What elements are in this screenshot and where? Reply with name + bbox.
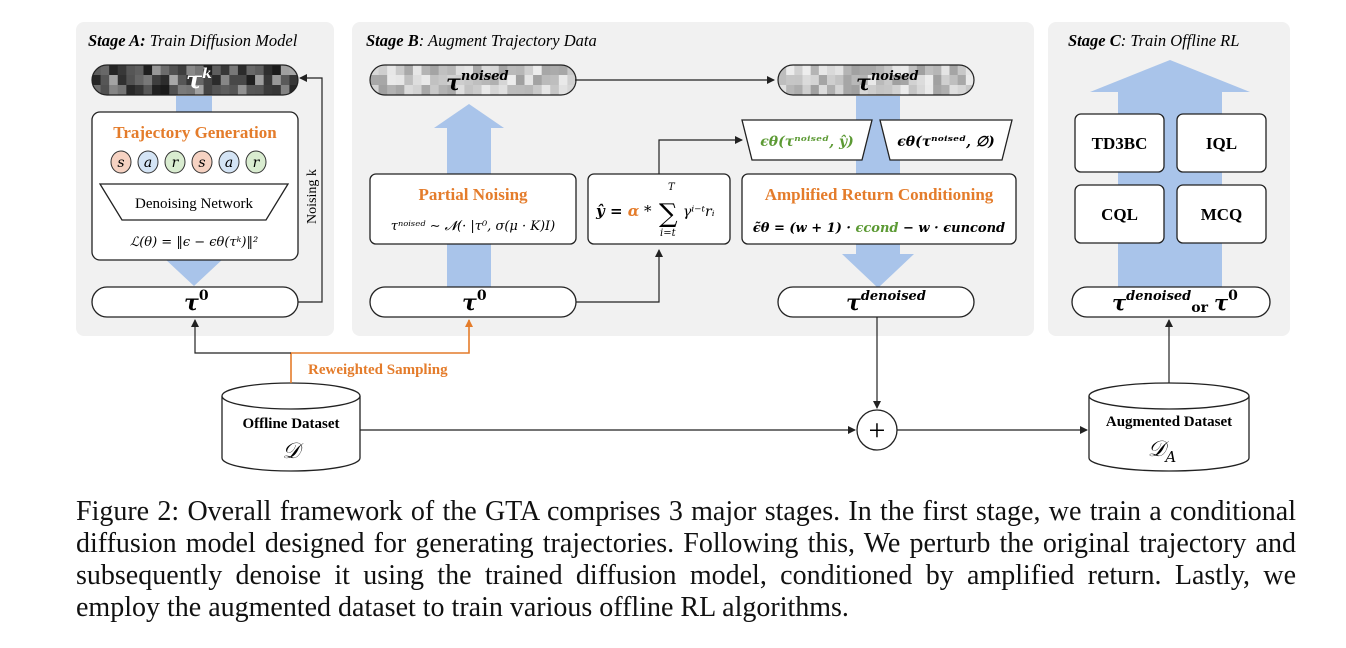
cond-eps: ϵθ(τⁿᵒⁱˢᵉᵈ, ŷ) <box>760 133 853 150</box>
token-label: a <box>144 155 152 171</box>
cfg-formula: ϵ̃θ = (w + 1) · ϵcond − w · ϵuncond <box>753 221 1005 236</box>
offline-dataset-cylinder <box>221 382 361 472</box>
merge-plus-symbol: + <box>869 414 886 447</box>
algo-box-iql: IQL <box>1176 113 1267 173</box>
stage-b-tau-denoised: τdenoised <box>846 289 926 316</box>
augmented-dataset-label: Augmented Dataset <box>1106 414 1232 430</box>
stage-b-title: Stage B: Augment Trajectory Data <box>366 31 597 50</box>
stage-b-noised-bar-right <box>777 64 975 96</box>
token-r: r <box>245 150 267 174</box>
stage-b-tau-noised-left: τnoised <box>446 69 509 96</box>
denoising-network-trapezoid <box>98 183 290 221</box>
return-to-cond-arrow <box>658 136 743 174</box>
token-label: s <box>117 155 124 171</box>
denoising-network-label: Denoising Network <box>135 196 253 212</box>
figure-caption: Figure 2: Overall framework of the GTA c… <box>76 496 1296 623</box>
token-label: s <box>198 155 205 171</box>
return-sum-body: γⁱ⁻ᵗrᵢ <box>683 204 715 220</box>
algo-box-mcq: MCQ <box>1176 184 1267 244</box>
offline-dataset-label: Offline Dataset <box>242 416 339 432</box>
amplified-return-title: Amplified Return Conditioning <box>765 185 994 204</box>
uncond-eps-trapezoid <box>879 119 1013 161</box>
stage-b-noised-bar-left <box>369 64 577 96</box>
uncond-eps: ϵθ(τⁿᵒⁱˢᵉᵈ, ∅) <box>897 134 995 150</box>
algo-box-cql: CQL <box>1074 184 1165 244</box>
token-label: r <box>172 155 180 171</box>
tau0-to-return-arrow <box>576 249 663 303</box>
cond-eps-trapezoid <box>741 119 873 161</box>
stage-c-title: Stage C: Train Offline RL <box>1068 31 1239 50</box>
amplified-return-box <box>741 173 1017 245</box>
token-a: a <box>137 150 159 174</box>
algo-label: MCQ <box>1201 205 1243 224</box>
partial-noising-title: Partial Noising <box>418 185 528 204</box>
token-s: s <box>110 150 132 174</box>
sampling-to-stage-a-arrow <box>191 319 291 354</box>
trajectory-generation-title: Trajectory Generation <box>113 123 277 142</box>
stage-a-tau0: τ0 <box>184 288 209 316</box>
augmented-dataset-cylinder <box>1088 382 1250 472</box>
loss-formula: ℒ(θ) = ‖ϵ − ϵθ(τᵏ)‖² <box>130 235 258 250</box>
gta-framework-diagram: Stage A: Train Diffusion Model Stage B: … <box>76 22 1290 472</box>
noising-loop-arrow <box>298 74 323 303</box>
algorithm-grid: TD3BC IQL CQL MCQ <box>1074 113 1267 244</box>
stage-b-tau-denoised-box <box>777 286 975 318</box>
return-formula: ŷ = α * <box>595 202 652 220</box>
token-s: s <box>191 150 213 174</box>
algo-label: TD3BC <box>1092 134 1148 153</box>
token-label: r <box>253 155 261 171</box>
algo-label: CQL <box>1101 205 1138 224</box>
token-r: r <box>164 150 186 174</box>
partial-noising-formula: τⁿᵒⁱˢᵉᵈ ∼ 𝓝(· |τ⁰, σ(μ · K)I) <box>391 219 555 234</box>
partial-noising-box <box>369 173 577 245</box>
return-sum-lower: i=t <box>660 228 677 239</box>
reweighted-sampling-label: Reweighted Sampling <box>308 362 448 378</box>
stage-a-tau-k: τk <box>186 65 212 94</box>
return-sum-symbol: ∑ <box>659 199 678 229</box>
stage-c-output-box <box>1071 286 1271 318</box>
offline-dataset-symbol: 𝒟 <box>282 439 304 464</box>
algo-label: IQL <box>1206 134 1237 153</box>
stage-a-title: Stage A: Train Diffusion Model <box>88 31 298 50</box>
token-label: a <box>225 155 233 171</box>
algo-box-td3bc: TD3BC <box>1074 113 1165 173</box>
token-a: a <box>218 150 240 174</box>
reweighted-sampling-trunk <box>290 319 473 383</box>
stage-b-tau0: τ0 <box>462 288 487 316</box>
noising-k-label: Noising k <box>305 169 320 224</box>
stage-b-tau-noised-right: τnoised <box>856 69 919 96</box>
augmented-dataset-symbol: 𝒟A <box>1148 437 1177 466</box>
stage-a-noised-bar <box>91 64 299 96</box>
return-sum-upper: T <box>668 182 676 193</box>
